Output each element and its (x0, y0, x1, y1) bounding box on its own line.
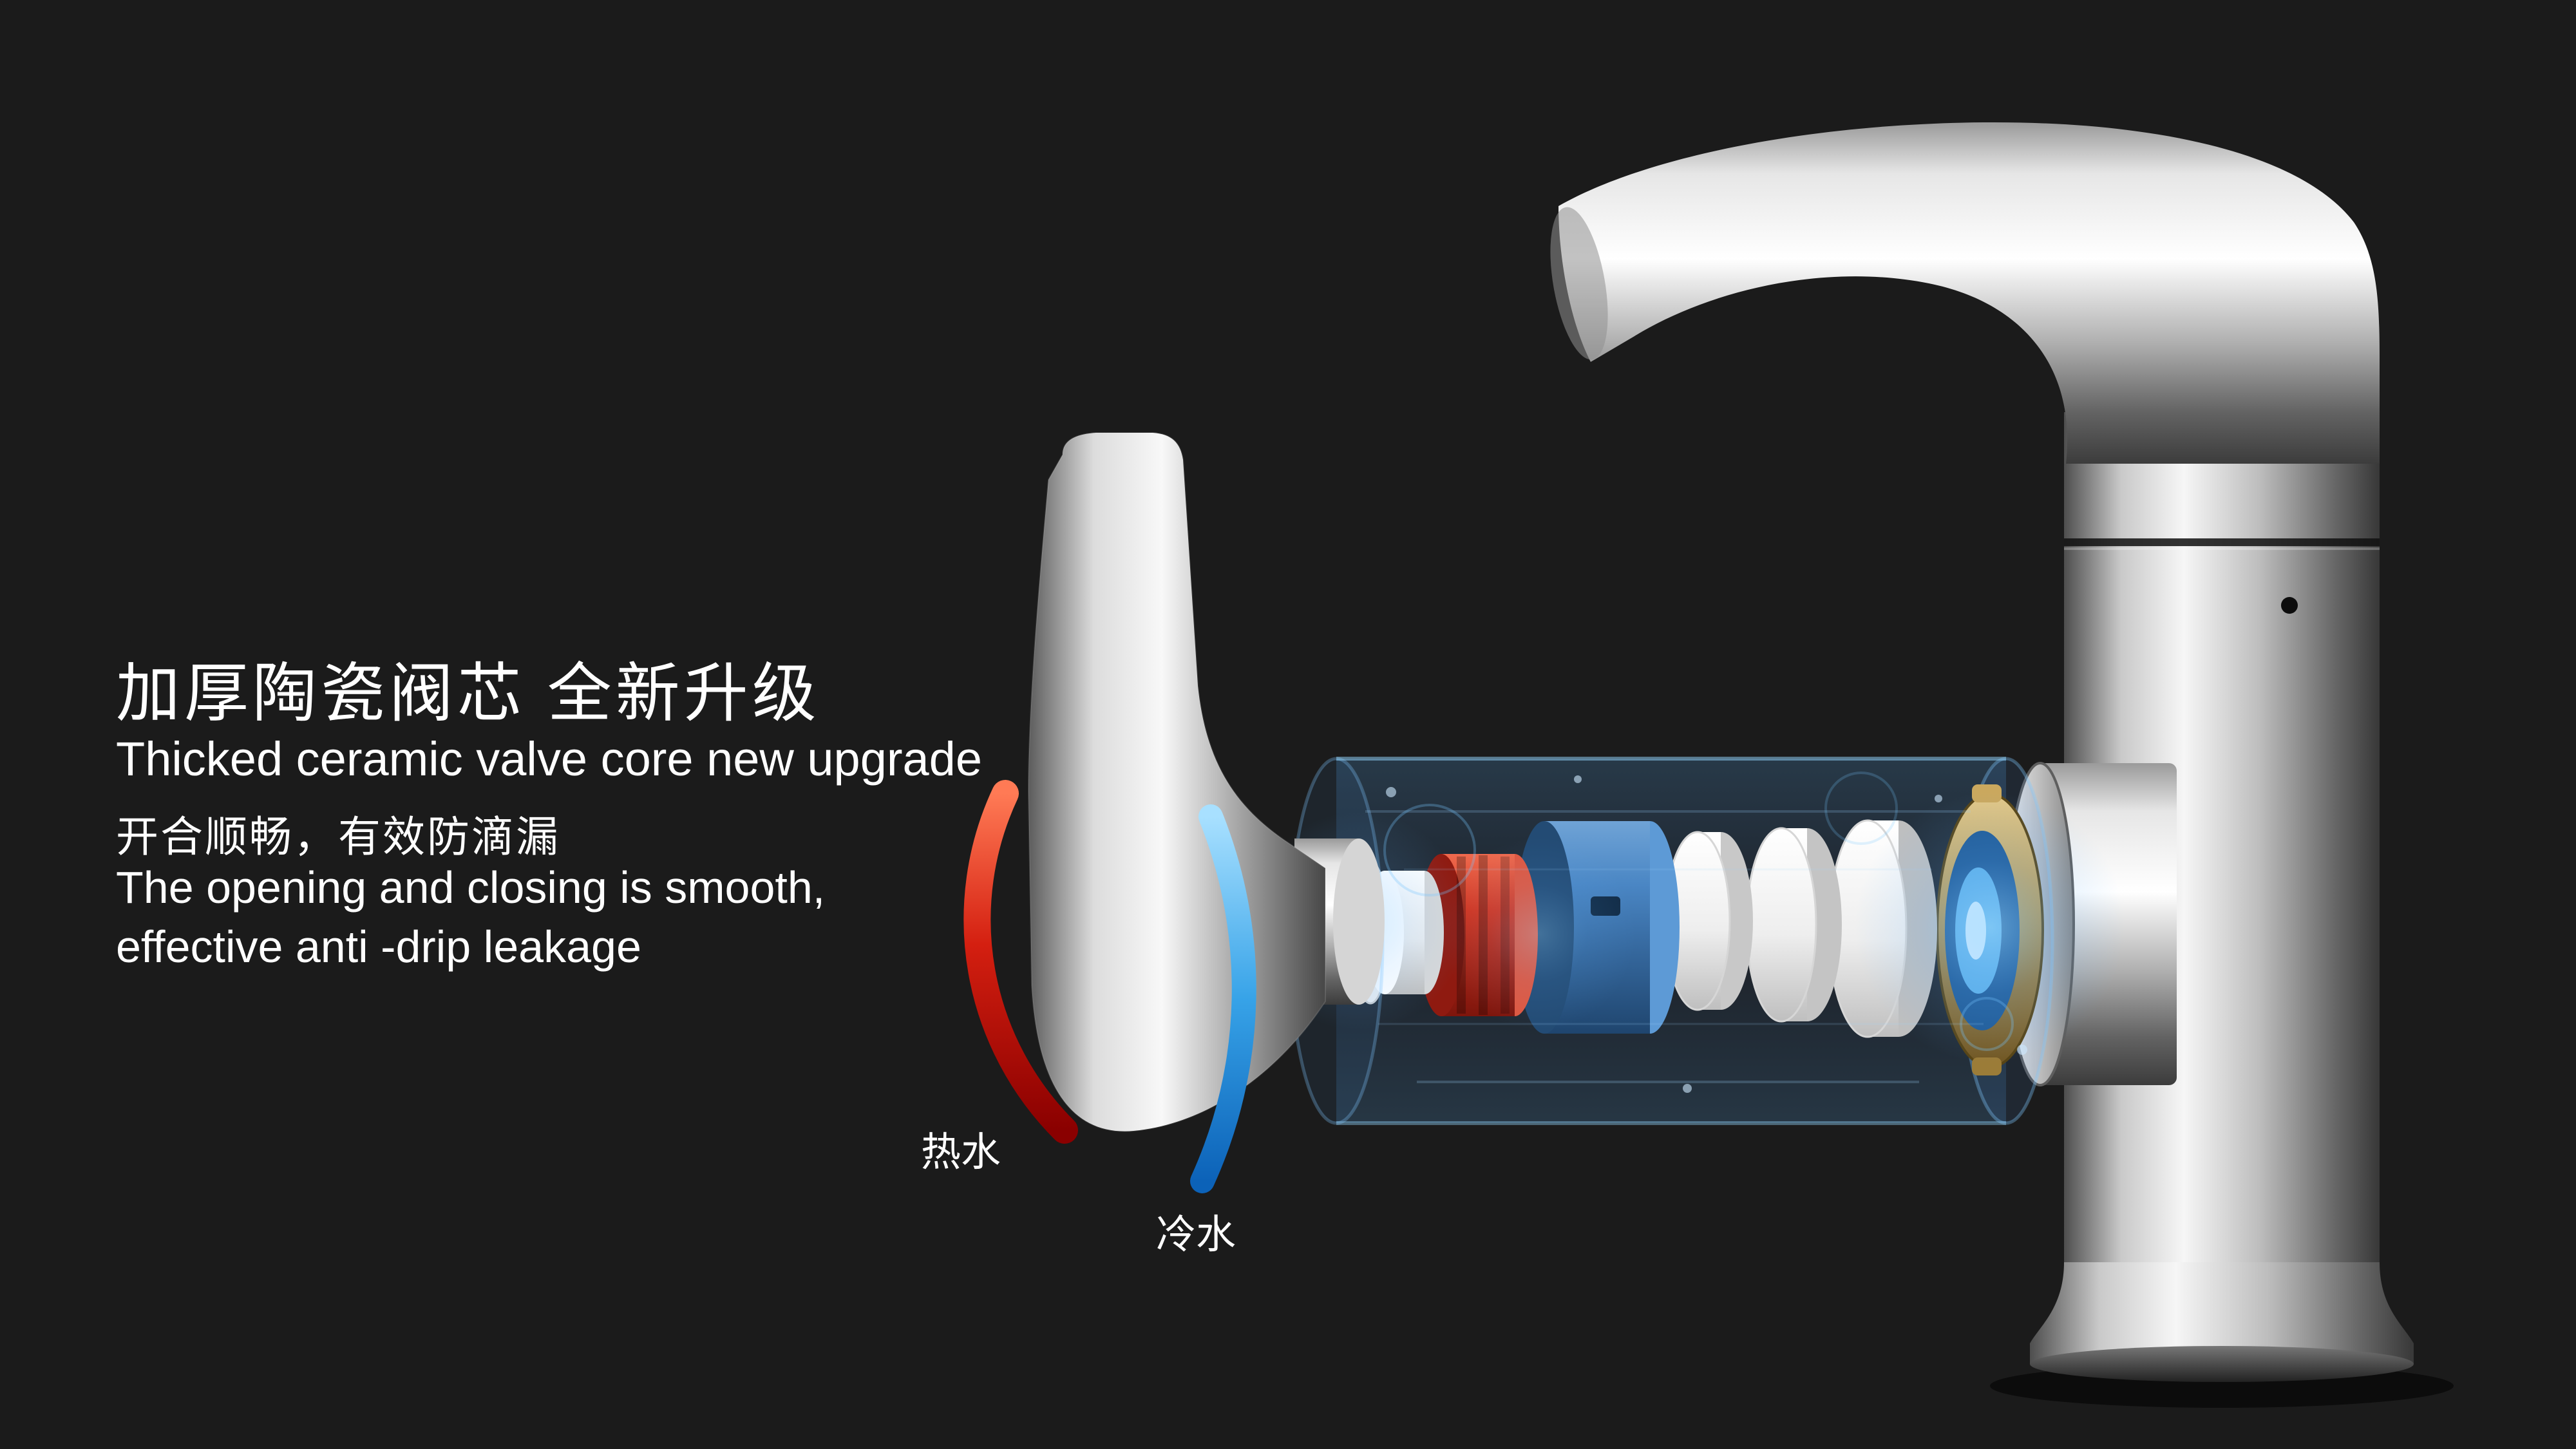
feature-en-line2: effective anti -drip leakage (116, 922, 641, 972)
sparkle-2 (1574, 775, 1582, 783)
sparkle-3 (1683, 1084, 1692, 1093)
energy-swirl-2 (1824, 772, 1898, 845)
spout-outlet-face (1550, 207, 1608, 360)
disc2-face (1745, 827, 1817, 1023)
body-pin-hole (2281, 597, 2298, 614)
headline-zh: 加厚陶瓷阀芯 全新升级 (116, 658, 820, 730)
body-seam-line (2064, 538, 2380, 546)
handle-stub-face (1333, 838, 1385, 1005)
feature-zh: 开合顺畅，有效防滴漏 (116, 813, 560, 860)
feature-en-line1: The opening and closing is smooth, (116, 862, 826, 913)
body-seam-highlight (2064, 547, 2380, 550)
sparkle-1 (1386, 787, 1396, 797)
ceramic-disc-2 (1745, 827, 1842, 1023)
faucet-base-flare (2030, 1262, 2414, 1364)
glow-halo-cartridge (1443, 837, 1636, 1030)
handle-lever (1027, 432, 1326, 1132)
cold-water-label: 冷水 (1156, 1213, 1236, 1257)
hot-water-label: 热水 (921, 1130, 1001, 1175)
ceramic-disc-1 (1664, 831, 1753, 1011)
sparkle-4 (1935, 795, 1942, 802)
hot-rotation-arc (963, 780, 1078, 1144)
cold-rotation-arc (1190, 804, 1256, 1193)
glow-halo-brass (1855, 792, 2125, 1063)
faucet-spout (1558, 122, 2380, 464)
base-rim (2030, 1346, 2414, 1382)
headline-en: Thicked ceramic valve core new upgrade (116, 732, 982, 786)
